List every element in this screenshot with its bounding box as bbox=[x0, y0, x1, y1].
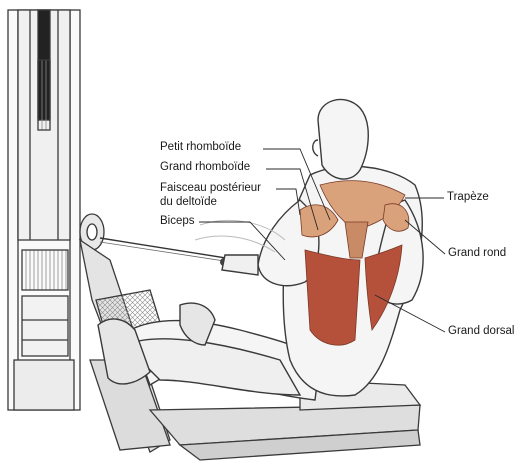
weight-plates bbox=[38, 60, 50, 130]
label-faisceau-posterieur: Faisceau postérieur bbox=[160, 182, 261, 195]
grand-dorsal-left bbox=[305, 250, 360, 345]
label-biceps: Biceps bbox=[160, 215, 195, 228]
label-du-deltoide: du deltoïde bbox=[160, 196, 217, 209]
head bbox=[318, 99, 368, 179]
machine-tower bbox=[8, 10, 80, 410]
label-petit-rhomboide: Petit rhomboïde bbox=[160, 141, 241, 154]
label-grand-rond: Grand rond bbox=[448, 247, 506, 260]
label-grand-rhomboide: Grand rhomboïde bbox=[160, 161, 250, 174]
athlete-figure bbox=[98, 99, 423, 400]
forearm bbox=[222, 255, 258, 275]
label-trapeze: Trapèze bbox=[447, 191, 489, 204]
label-grand-dorsal: Grand dorsal bbox=[448, 325, 514, 338]
